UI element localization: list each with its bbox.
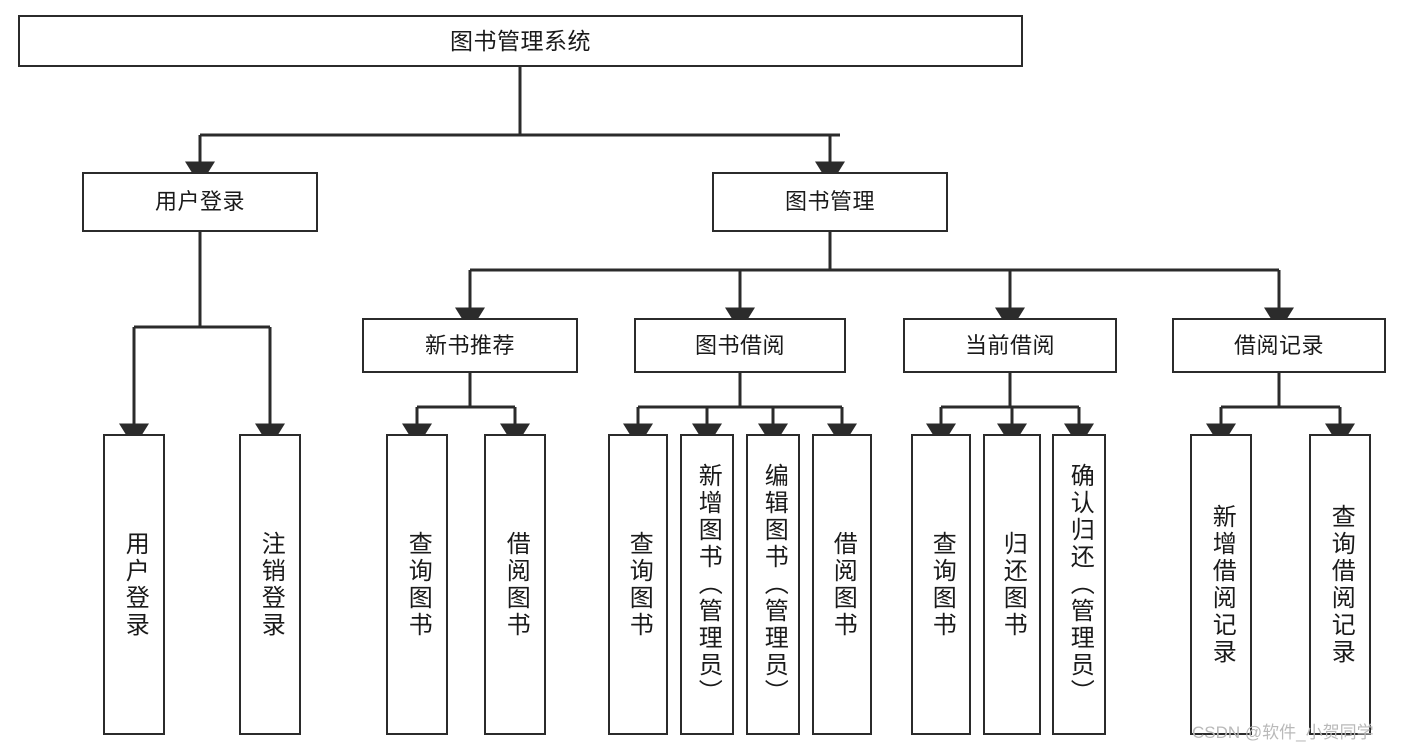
- node-leaf-add-record-label: 新增借阅记录: [1208, 503, 1236, 666]
- node-leaf-confirm-return-label: 确认归还（管理员）: [1066, 463, 1094, 706]
- node-current-borrow-label: 当前借阅: [964, 332, 1055, 358]
- node-user-login[interactable]: 用户登录: [82, 172, 318, 232]
- node-leaf-confirm-return[interactable]: 确认归还（管理员）: [1052, 434, 1106, 735]
- node-leaf-borrow-book-2-label: 借阅图书: [829, 530, 857, 639]
- node-leaf-query-book-1-label: 查询图书: [404, 530, 432, 639]
- node-leaf-add-book[interactable]: 新增图书（管理员）: [680, 434, 734, 735]
- node-leaf-logout-login-label: 注销登录: [257, 530, 285, 639]
- node-book-borrow[interactable]: 图书借阅: [634, 318, 846, 373]
- node-leaf-borrow-book-2[interactable]: 借阅图书: [812, 434, 872, 735]
- node-leaf-borrow-book-1-label: 借阅图书: [502, 530, 530, 639]
- node-leaf-query-book-3[interactable]: 查询图书: [911, 434, 971, 735]
- node-leaf-add-book-label: 新增图书（管理员）: [694, 463, 722, 706]
- node-leaf-query-book-2[interactable]: 查询图书: [608, 434, 668, 735]
- node-leaf-borrow-book-1[interactable]: 借阅图书: [484, 434, 546, 735]
- node-leaf-edit-book[interactable]: 编辑图书（管理员）: [746, 434, 800, 735]
- node-leaf-query-book-1[interactable]: 查询图书: [386, 434, 448, 735]
- node-leaf-user-login-label: 用户登录: [121, 530, 149, 639]
- node-leaf-return-book-label: 归还图书: [999, 530, 1027, 639]
- node-leaf-query-record[interactable]: 查询借阅记录: [1309, 434, 1371, 735]
- node-user-login-label: 用户登录: [154, 189, 245, 215]
- node-new-book-rec-label: 新书推荐: [424, 332, 515, 358]
- node-root[interactable]: 图书管理系统: [18, 15, 1023, 67]
- csdn-watermark: CSDN @软件_小贺同学: [1192, 723, 1374, 742]
- node-new-book-rec[interactable]: 新书推荐: [362, 318, 578, 373]
- node-current-borrow[interactable]: 当前借阅: [903, 318, 1117, 373]
- node-leaf-user-login[interactable]: 用户登录: [103, 434, 165, 735]
- node-book-manage[interactable]: 图书管理: [712, 172, 948, 232]
- node-borrow-record[interactable]: 借阅记录: [1172, 318, 1386, 373]
- node-book-borrow-label: 图书借阅: [694, 332, 785, 358]
- node-leaf-query-book-2-label: 查询图书: [625, 530, 653, 639]
- node-book-manage-label: 图书管理: [784, 189, 875, 215]
- node-leaf-add-record[interactable]: 新增借阅记录: [1190, 434, 1252, 735]
- node-leaf-logout-login[interactable]: 注销登录: [239, 434, 301, 735]
- node-leaf-query-book-3-label: 查询图书: [928, 530, 956, 639]
- node-borrow-record-label: 借阅记录: [1233, 332, 1324, 358]
- node-leaf-edit-book-label: 编辑图书（管理员）: [760, 463, 788, 706]
- node-leaf-query-record-label: 查询借阅记录: [1327, 503, 1355, 666]
- node-leaf-return-book[interactable]: 归还图书: [983, 434, 1041, 735]
- node-root-label: 图书管理系统: [450, 27, 591, 54]
